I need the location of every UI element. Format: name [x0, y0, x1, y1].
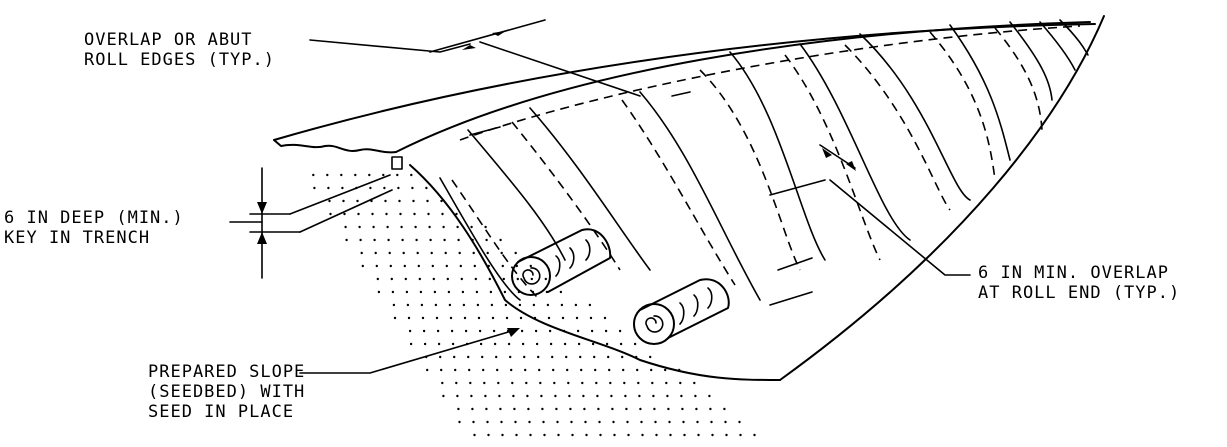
- blanket-inner-edge: [395, 21, 1091, 153]
- callout-key-trench-line2: KEY IN TRENCH: [4, 228, 151, 248]
- arrow-overlap-edges-b: [492, 31, 506, 36]
- blanket-roll-2: [633, 278, 730, 345]
- trench-key-line-lower: [299, 189, 393, 233]
- callout-prepared-slope-line3: SEED IN PLACE: [148, 402, 295, 422]
- leader-overlap-edges: [309, 39, 471, 53]
- arrow-roll-end-a: [822, 148, 832, 158]
- seedbed-stipple: [312, 173, 756, 437]
- dim-overlap-edges: [429, 19, 546, 53]
- arrow-roll-end-b: [846, 161, 856, 171]
- leader-roll-end: [829, 179, 971, 276]
- callout-prepared-slope-line2: (SEEDBED) WITH: [148, 382, 306, 402]
- blanket-outer-edge: [273, 23, 1096, 141]
- callout-overlap-edges-line1: OVERLAP OR ABUT: [84, 30, 253, 50]
- blanket-roll-1: [511, 228, 612, 296]
- overlap-edge-line: [479, 41, 641, 97]
- slope-lower-edge: [409, 164, 781, 381]
- trench-key-line-upper: [289, 174, 391, 215]
- arrow-key-trench-top: [257, 202, 267, 214]
- callout-roll-end-line1: 6 IN MIN. OVERLAP: [978, 263, 1169, 283]
- blanket-lip: [273, 139, 397, 154]
- leader-prepared-slope: [299, 329, 516, 374]
- slope-right-edge: [779, 15, 1105, 381]
- callout-key-trench-line1: 6 IN DEEP (MIN.): [4, 208, 184, 228]
- arrow-prepared-slope: [507, 328, 520, 337]
- callout-overlap-edges-line2: ROLL EDGES (TYP.): [84, 50, 275, 70]
- blanket-roll-strips: [439, 19, 1089, 306]
- overlap-dashed-lines: [451, 25, 1081, 301]
- callout-roll-end-line2: AT ROLL END (TYP.): [978, 283, 1181, 303]
- callout-prepared-slope-line1: PREPARED SLOPE: [148, 362, 306, 382]
- arrow-key-trench-bottom: [257, 232, 267, 244]
- key-trench-notch: [391, 156, 403, 170]
- arrow-overlap-edges-a: [462, 45, 476, 50]
